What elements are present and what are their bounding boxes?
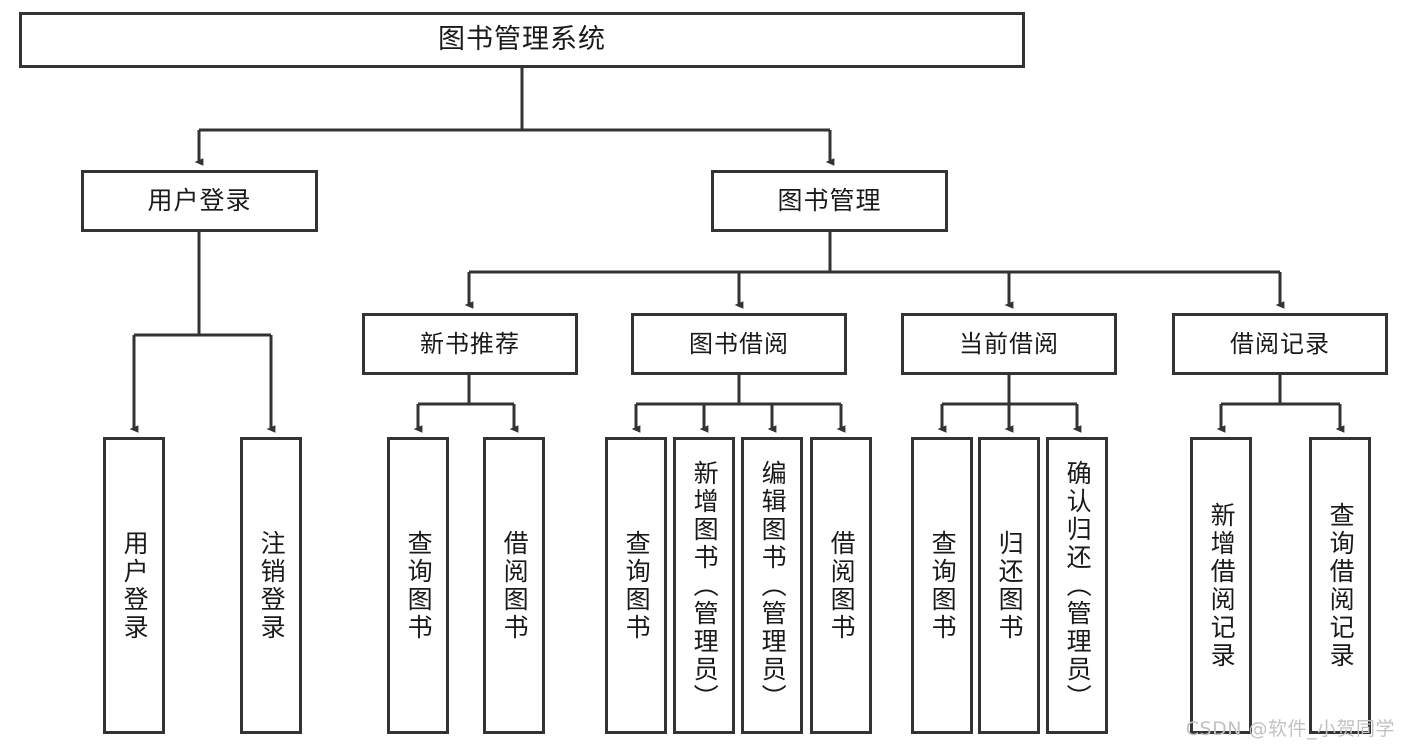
leaf-confirm-return-label: 确认归还（管理员）	[1063, 459, 1093, 712]
leaf-query-borrow-record[interactable]: 查询借阅记录	[1309, 437, 1371, 734]
leaf-borrow-book-2-label: 借阅图书	[827, 529, 857, 642]
node-book-borrow[interactable]: 图书借阅	[631, 313, 847, 375]
leaf-user-logout[interactable]: 注销登录	[240, 437, 302, 734]
leaf-borrow-book-2[interactable]: 借阅图书	[810, 437, 872, 734]
leaf-add-borrow-record-label: 新增借阅记录	[1207, 501, 1237, 670]
node-book-management-label: 图书管理	[777, 186, 882, 215]
leaf-confirm-return[interactable]: 确认归还（管理员）	[1046, 437, 1108, 734]
leaf-add-book-label: 新增图书（管理员）	[690, 459, 720, 712]
node-root[interactable]: 图书管理系统	[19, 12, 1025, 68]
leaf-return-book[interactable]: 归还图书	[978, 437, 1040, 734]
node-current-borrow[interactable]: 当前借阅	[901, 313, 1117, 375]
leaf-query-book-2[interactable]: 查询图书	[605, 437, 667, 734]
leaf-edit-book-label: 编辑图书（管理员）	[758, 459, 788, 712]
leaf-borrow-book-1-label: 借阅图书	[500, 529, 530, 642]
leaf-return-book-label: 归还图书	[995, 529, 1025, 642]
leaf-user-login-label: 用户登录	[120, 529, 150, 642]
node-borrow-record[interactable]: 借阅记录	[1172, 313, 1388, 375]
node-book-management[interactable]: 图书管理	[711, 170, 948, 232]
leaf-query-book-1-label: 查询图书	[404, 529, 434, 642]
node-current-borrow-label: 当前借阅	[959, 329, 1059, 358]
csdn-watermark: CSDN @软件_小贺同学	[1185, 718, 1395, 740]
leaf-query-book-3[interactable]: 查询图书	[911, 437, 973, 734]
leaf-borrow-book-1[interactable]: 借阅图书	[483, 437, 545, 734]
leaf-user-login[interactable]: 用户登录	[103, 437, 165, 734]
leaf-add-book[interactable]: 新增图书（管理员）	[673, 437, 735, 734]
leaf-query-book-2-label: 查询图书	[622, 529, 652, 642]
node-new-book-recommend-label: 新书推荐	[420, 329, 520, 358]
node-borrow-record-label: 借阅记录	[1230, 329, 1330, 358]
leaf-query-book-3-label: 查询图书	[928, 529, 958, 642]
node-root-label: 图书管理系统	[438, 23, 606, 55]
node-book-borrow-label: 图书借阅	[689, 329, 789, 358]
leaf-user-logout-label: 注销登录	[257, 529, 287, 642]
leaf-query-borrow-record-label: 查询借阅记录	[1326, 501, 1356, 670]
leaf-edit-book[interactable]: 编辑图书（管理员）	[741, 437, 803, 734]
leaf-query-book-1[interactable]: 查询图书	[387, 437, 449, 734]
node-new-book-recommend[interactable]: 新书推荐	[362, 313, 578, 375]
leaf-add-borrow-record[interactable]: 新增借阅记录	[1190, 437, 1252, 734]
node-user-login-label: 用户登录	[147, 186, 252, 215]
node-user-login[interactable]: 用户登录	[81, 170, 318, 232]
